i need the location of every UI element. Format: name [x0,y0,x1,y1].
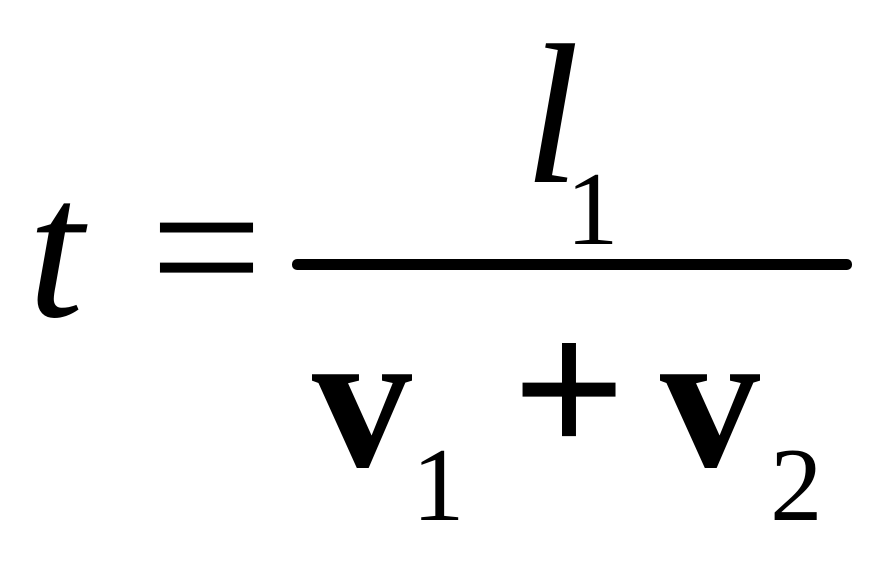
time-variable: t [28,139,84,360]
plus-operator: + [512,279,626,500]
velocity-two-subscript: 2 [770,426,823,543]
equals-sign: = [150,137,263,358]
velocity-one-subscript: 1 [412,426,465,543]
velocity-two-variable: v [660,289,760,510]
fraction-bar [292,259,852,270]
length-subscript: 1 [566,150,619,267]
length-variable: l [524,5,580,226]
velocity-one-variable: v [312,289,412,510]
